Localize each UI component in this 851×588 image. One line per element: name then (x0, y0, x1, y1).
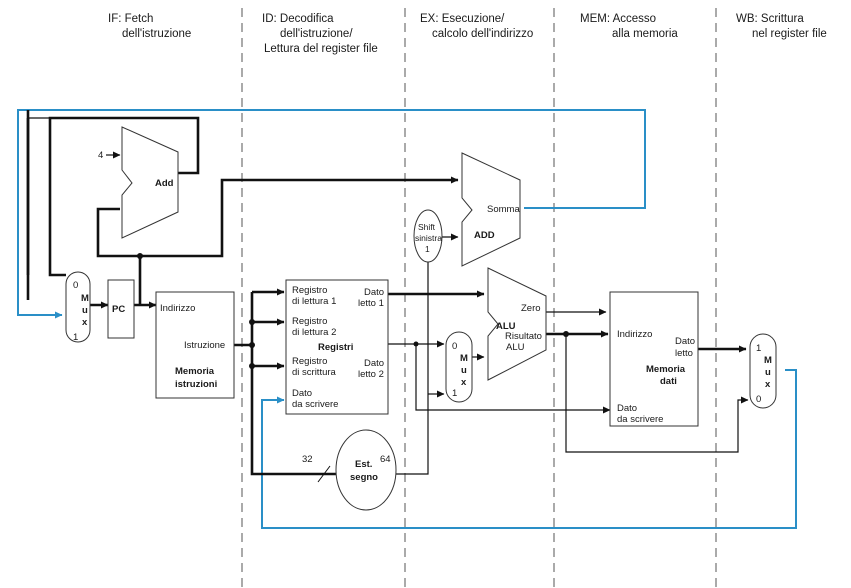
reg-rr2-a: Registro (292, 316, 327, 327)
sign-ext-l2: segno (350, 472, 378, 483)
wb-mux-in0: 0 (756, 394, 761, 405)
pc-mux-u: u (82, 305, 88, 316)
svg-text:WB: Scrittura: WB: Scrittura (736, 13, 804, 25)
pc-mux-in1: 1 (73, 332, 78, 343)
add-ex-unit (461, 152, 521, 267)
reg-d1-a: Dato (364, 287, 384, 298)
svg-text:dell'istruzione: dell'istruzione (122, 28, 191, 40)
svg-text:nel register file: nel register file (752, 28, 827, 40)
reg-rr1-a: Registro (292, 285, 327, 296)
pc-to-add-wire (96, 207, 142, 305)
imem-address-label: Indirizzo (160, 303, 195, 314)
alu-src-mux (445, 331, 473, 403)
pc-register (107, 279, 135, 339)
imem-instruction-label: Istruzione (184, 340, 225, 351)
alu-result-bypass (565, 334, 749, 453)
alu-unit (487, 267, 547, 381)
instruction-memory (155, 291, 235, 399)
pc-label: PC (112, 304, 125, 315)
alu-mux-u: u (461, 365, 467, 376)
stage-title-if: IF: Fetch dell'istruzione (108, 13, 191, 40)
stage-title-wb: WB: Scrittura nel register file (736, 13, 827, 40)
reg-wr-b: di scrittura (292, 367, 337, 378)
add-if-unit (121, 126, 179, 239)
imem-title-2: istruzioni (175, 379, 217, 390)
svg-text:EX: Esecuzione/: EX: Esecuzione/ (420, 13, 505, 25)
dmem-wd-l1: Dato (617, 403, 637, 414)
add-ex-sum-label: Somma (487, 204, 520, 215)
writeback-mux (749, 333, 777, 409)
svg-text:calcolo dell'indirizzo: calcolo dell'indirizzo (432, 28, 533, 40)
branch-target-wire (17, 109, 646, 319)
pc-mux-x: x (82, 317, 88, 328)
stage-title-mem: MEM: Accesso alla memoria (580, 13, 678, 40)
shift-l2: sinistra (415, 233, 442, 243)
pc-mux (65, 271, 91, 343)
reg-wd-a: Dato (292, 388, 312, 399)
alu-mux-in1: 1 (452, 388, 457, 399)
dmem-wd-l2: da scrivere (617, 414, 663, 425)
add-ex-label: ADD (474, 230, 495, 241)
reg-rr1-b: di lettura 1 (292, 296, 336, 307)
dmem-title-2: dati (660, 376, 677, 387)
sign-ext-l1: Est. (355, 459, 372, 470)
shift-l1: Shift (418, 222, 436, 232)
wb-mux-u: u (765, 367, 771, 378)
alu-result-l1: Risultato (505, 331, 542, 342)
wb-mux-x: x (765, 379, 771, 390)
pc-mux-in0: 0 (73, 280, 78, 291)
stage-title-ex: EX: Esecuzione/ calcolo dell'indirizzo (420, 13, 533, 40)
read-data2-to-mem (415, 344, 611, 414)
reg-d2-a: Dato (364, 358, 384, 369)
dmem-rd-l2: letto (675, 348, 693, 359)
svg-text:MEM: Accesso: MEM: Accesso (580, 13, 656, 25)
svg-text:Lettura del register file: Lettura del register file (264, 43, 378, 55)
reg-wd-b: da scrivere (292, 399, 338, 410)
svg-text:alla memoria: alla memoria (612, 28, 678, 40)
data-memory (609, 291, 699, 427)
alu-mux-m: M (460, 353, 468, 364)
reg-d2-b: letto 2 (358, 369, 384, 380)
svg-text:IF: Fetch: IF: Fetch (108, 13, 153, 25)
sign-ext-out (396, 250, 429, 475)
svg-text:dell'istruzione/: dell'istruzione/ (280, 28, 353, 40)
sign-ext-out-bits: 64 (380, 454, 391, 465)
alu-zero-label: Zero (521, 303, 541, 314)
dmem-address-label: Indirizzo (617, 329, 652, 340)
const-four: 4 (98, 150, 103, 161)
alu-mux-x: x (461, 377, 467, 388)
pc-to-addex-wire (140, 176, 459, 258)
register-file (285, 279, 389, 415)
wb-mux-m: M (764, 355, 772, 366)
pc-mux-m: M (81, 293, 89, 304)
reg-wr-a: Registro (292, 356, 327, 367)
stage-dividers (241, 8, 717, 588)
wb-mux-in1: 1 (756, 343, 761, 354)
sign-ext-in-bits: 32 (302, 454, 313, 465)
svg-text:ID: Decodifica: ID: Decodifica (262, 13, 334, 25)
imem-title-1: Memoria (175, 366, 215, 377)
alu-mux-in0: 0 (452, 341, 457, 352)
alu-result-l2: ALU (506, 342, 525, 353)
stage-title-id: ID: Decodifica dell'istruzione/ Lettura … (262, 13, 378, 55)
dmem-title-1: Memoria (646, 364, 686, 375)
shift-l3: 1 (425, 244, 430, 254)
reg-rr2-b: di lettura 2 (292, 327, 336, 338)
reg-title: Registri (318, 342, 353, 353)
sign-extend-unit (335, 429, 397, 511)
add-if-label: Add (155, 178, 174, 189)
alu-label: ALU (496, 321, 516, 332)
instr-bus (250, 292, 340, 476)
dmem-rd-l1: Dato (675, 336, 695, 347)
shift-left-unit (413, 209, 443, 263)
reg-d1-b: letto 1 (358, 298, 384, 309)
